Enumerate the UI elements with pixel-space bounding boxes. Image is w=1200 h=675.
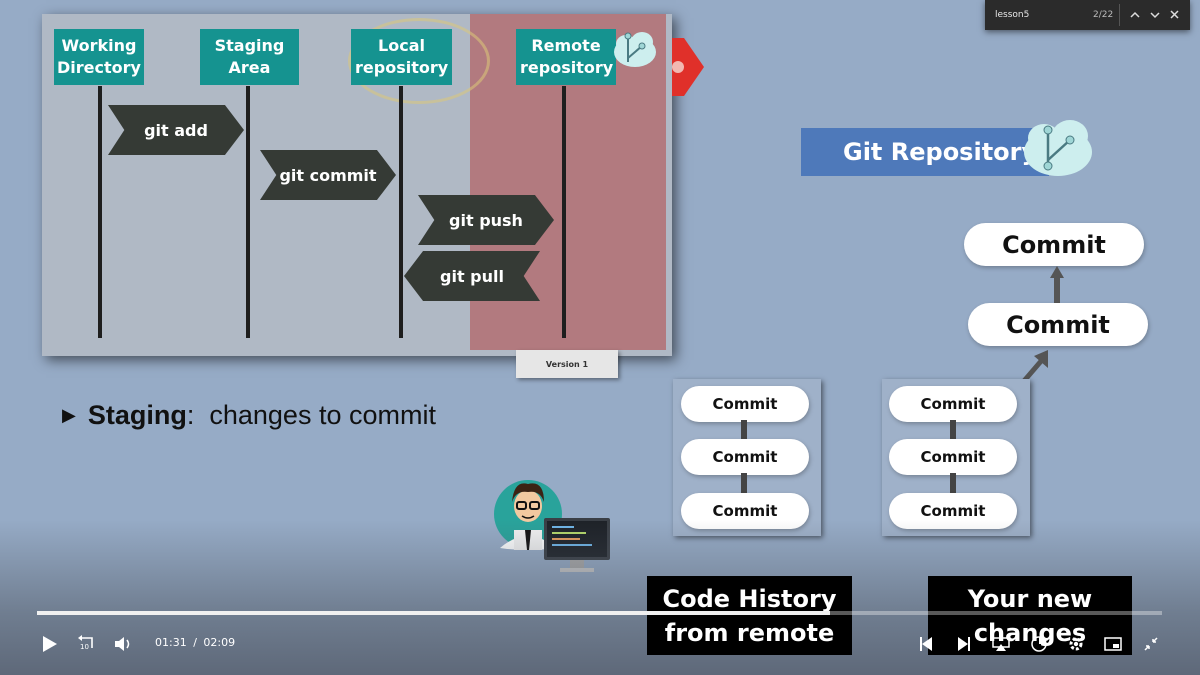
volume-button[interactable] (112, 632, 136, 656)
bullet-triangle-icon: ▶ (62, 405, 76, 425)
version-tab: Version 1 (516, 350, 618, 378)
cast-button[interactable] (990, 633, 1012, 655)
current-time: 01:31 (155, 636, 187, 649)
exit-fullscreen-button[interactable] (1140, 633, 1162, 655)
picture-in-picture-button[interactable] (1102, 633, 1124, 655)
airplay-icon (992, 637, 1010, 651)
caption-code-history: Code History from remote (647, 576, 852, 655)
commit-pill: Commit (681, 439, 809, 475)
find-match-count: 2/22 (1093, 10, 1114, 20)
staging-area-line (246, 86, 250, 338)
git-commit-arrow: git commit (260, 150, 396, 200)
commit-pill-second: Commit (968, 303, 1148, 346)
play-button[interactable] (38, 632, 62, 656)
lane-label-local-repository: Local repository (351, 29, 452, 85)
pip-icon (1104, 637, 1122, 651)
find-close-button[interactable] (1170, 10, 1179, 19)
git-pull-arrow: git pull (404, 251, 540, 301)
git-push-arrow: git push (418, 195, 554, 245)
previous-button[interactable] (916, 633, 936, 655)
play-icon (43, 636, 57, 652)
rewind-seconds-label: 10 (80, 643, 89, 651)
git-cloud-icon (1024, 120, 1092, 176)
progress-bar[interactable] (37, 611, 1162, 615)
skip-next-icon (958, 637, 970, 651)
git-workflow-diagram: Working Directory Staging Area Local rep… (42, 14, 672, 356)
local-repository-highlight-ring (348, 18, 490, 104)
staging-bullet: ▶Staging: changes to commit (62, 400, 436, 430)
local-repository-line (399, 86, 403, 338)
skip-previous-icon (920, 637, 932, 651)
gear-icon (1069, 637, 1083, 651)
new-changes-commit-stack: Commit Commit Commit (882, 379, 1030, 536)
commit-pill: Commit (681, 386, 809, 422)
remote-repository-line (562, 86, 566, 338)
arrow-up-icon (741, 420, 747, 440)
volume-icon (115, 637, 130, 651)
git-cloud-icon (614, 32, 656, 67)
red-arrow-icon (672, 38, 704, 96)
collapse-icon (1144, 637, 1158, 651)
git-add-arrow: git add (108, 105, 244, 155)
next-button[interactable] (954, 633, 974, 655)
commit-pill: Commit (889, 439, 1017, 475)
working-directory-line (98, 86, 102, 338)
commit-pill-top: Commit (964, 223, 1144, 266)
code-history-commit-stack: Commit Commit Commit (673, 379, 821, 536)
lane-label-staging-area: Staging Area (200, 29, 299, 85)
arrow-up-icon (1050, 266, 1064, 304)
lane-label-remote-repository: Remote repository (516, 29, 616, 85)
find-query-input[interactable]: lesson5 (995, 10, 1030, 20)
arrow-up-icon (950, 420, 956, 440)
progress-fill (37, 611, 831, 615)
time-separator: / (193, 636, 197, 649)
find-bar: lesson5 2/22 (985, 0, 1190, 30)
duration: 02:09 (203, 636, 236, 649)
speed-button[interactable] (1028, 633, 1050, 655)
settings-button[interactable] (1065, 633, 1087, 655)
bullet-term: Staging (87, 400, 187, 430)
lane-label-working-directory: Working Directory (54, 29, 144, 85)
git-repository-title: Git Repository (801, 128, 1049, 176)
commit-pill: Commit (889, 386, 1017, 422)
find-next-button[interactable] (1150, 11, 1160, 19)
find-divider (1119, 4, 1120, 26)
rewind-icon (78, 635, 93, 648)
time-display: 01:31 / 02:09 (155, 636, 235, 649)
find-previous-button[interactable] (1130, 11, 1140, 19)
speed-icon (1031, 636, 1047, 652)
arrow-up-icon (741, 473, 747, 493)
bullet-text: changes to commit (209, 400, 436, 430)
arrow-up-icon (950, 473, 956, 493)
rewind-10-button[interactable]: 10 (74, 632, 100, 656)
